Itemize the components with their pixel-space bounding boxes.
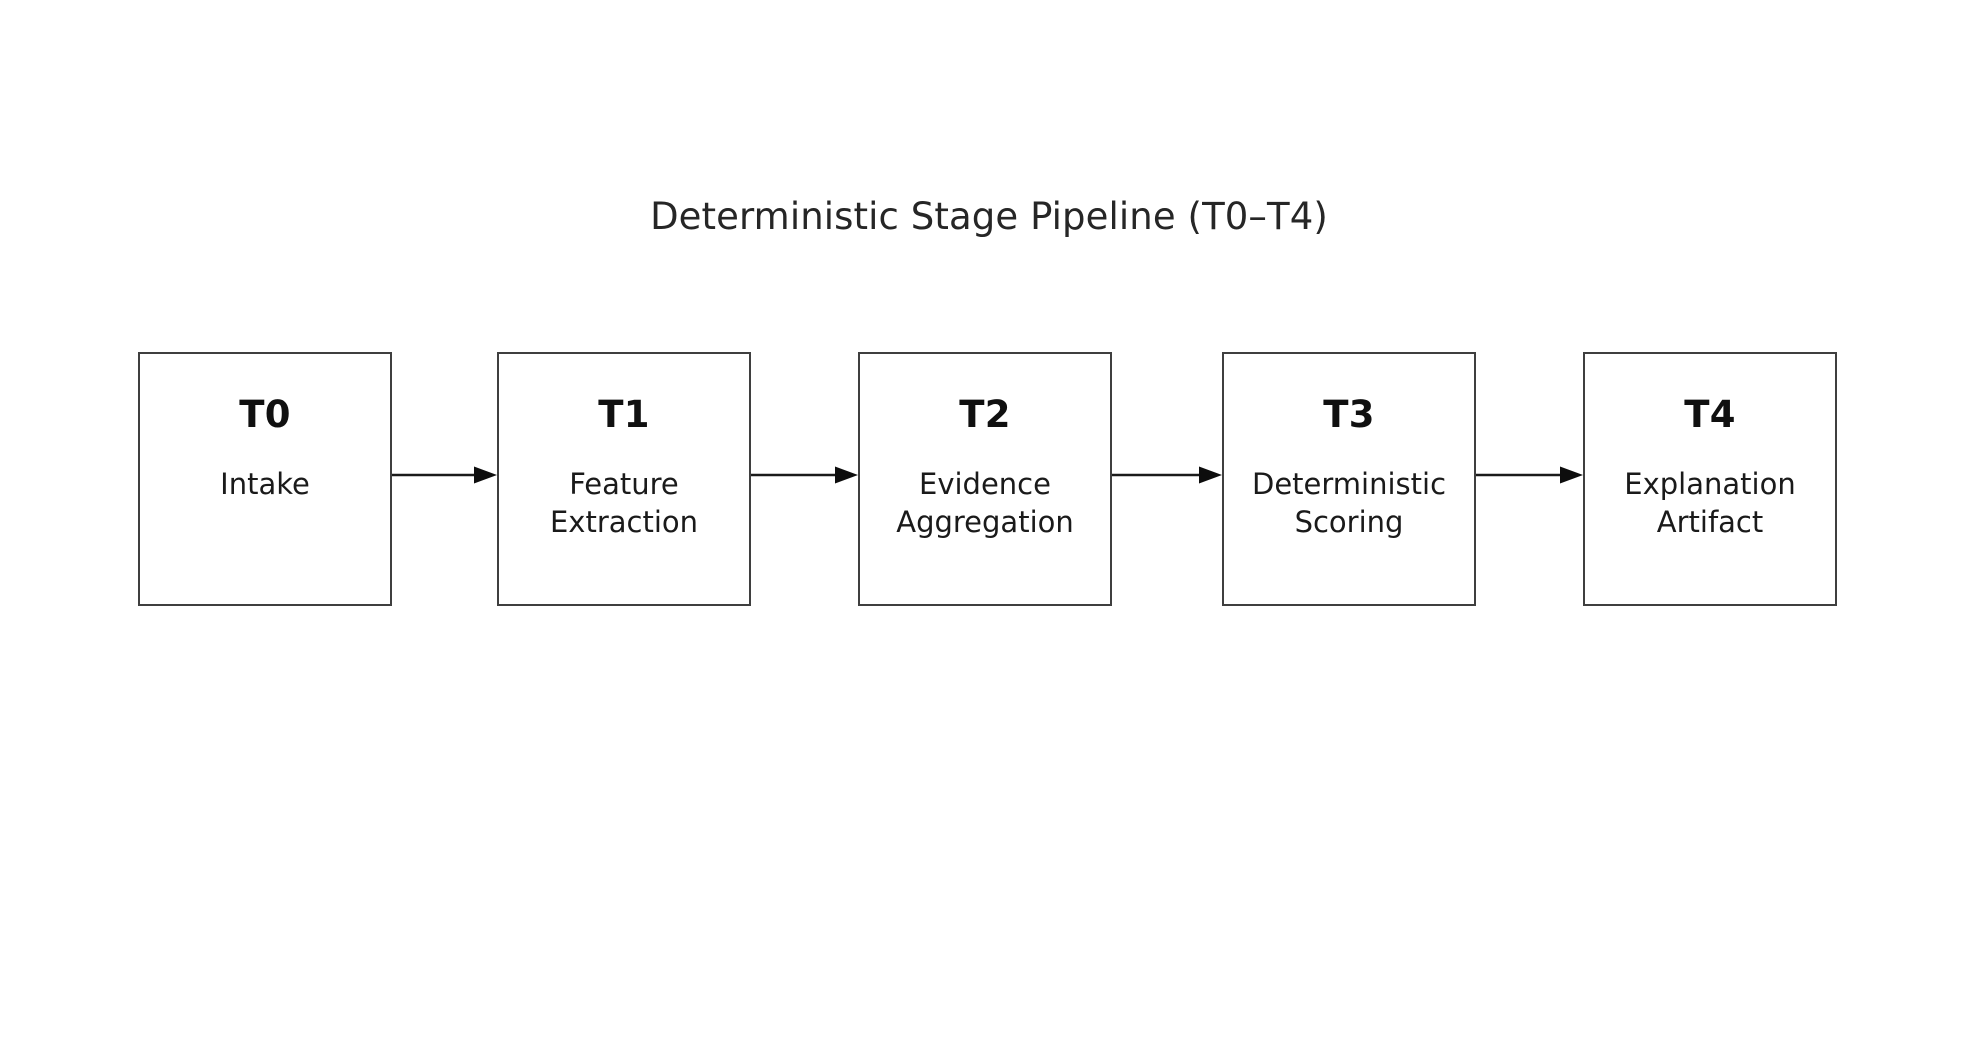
stage-id-t0: T0 xyxy=(239,393,291,436)
stage-id-t1: T1 xyxy=(598,393,650,436)
diagram-title: Deterministic Stage Pipeline (T0–T4) xyxy=(650,195,1328,238)
connector-t3-to-t4 xyxy=(1476,465,1583,485)
stage-label-t0: Intake xyxy=(220,466,310,501)
stage-id-t3: T3 xyxy=(1323,393,1375,436)
arrow-right-icon xyxy=(1112,466,1222,484)
connector-t1-to-t2 xyxy=(751,465,858,485)
connector-t0-to-t1 xyxy=(392,465,497,485)
stage-id-t2: T2 xyxy=(959,393,1011,436)
arrow-right-icon xyxy=(1476,466,1583,484)
stage-id-t4: T4 xyxy=(1684,393,1736,436)
stage-node-t0[interactable]: T0 Intake xyxy=(138,352,392,606)
arrow-right-icon xyxy=(392,466,497,484)
arrow-right-icon xyxy=(751,466,858,484)
connector-t2-to-t3 xyxy=(1112,465,1222,485)
